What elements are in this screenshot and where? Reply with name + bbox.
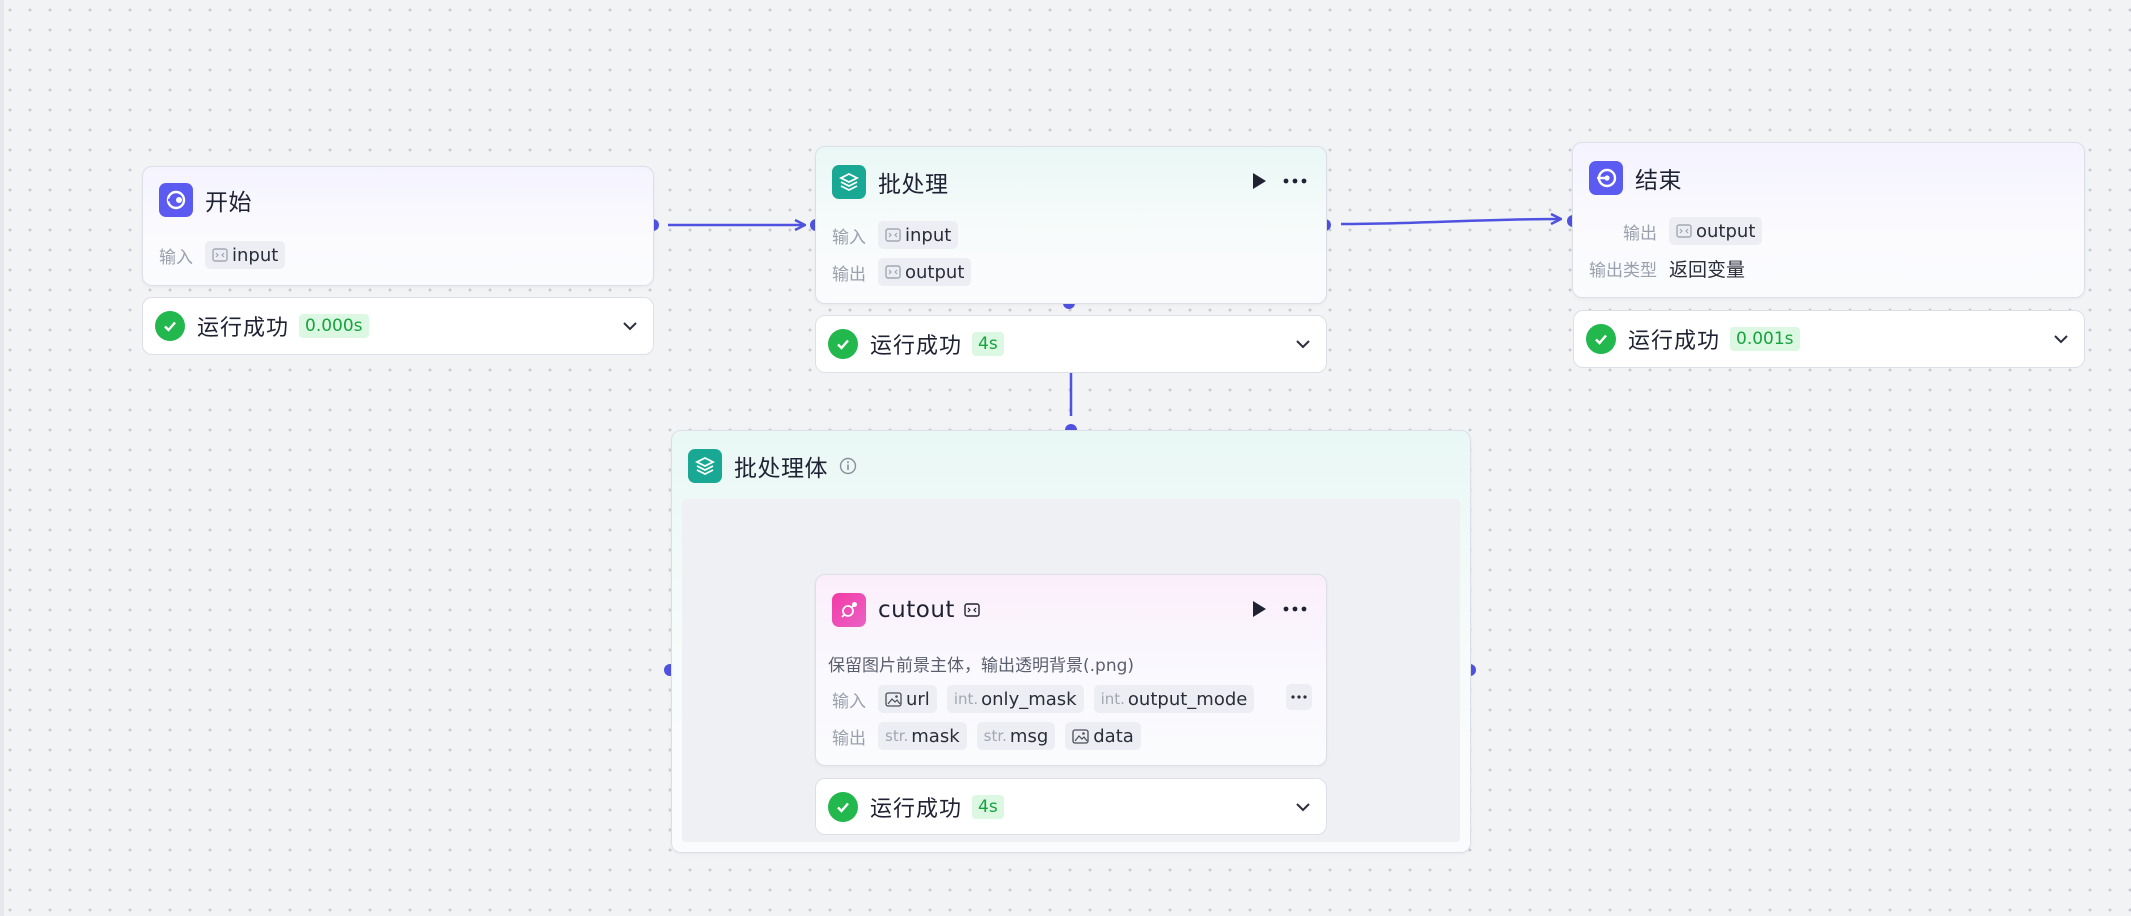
batch-status-time: 4s [972,332,1004,356]
start-input-label: 输入 [159,247,193,268]
end-node[interactable]: 结束 输出 output 输出类型 返回变量 [1572,142,2085,298]
success-check-icon [155,311,185,341]
play-icon[interactable] [1250,171,1268,191]
cutout-status-time: 4s [972,794,1004,819]
group-title: 批处理体 [734,456,828,482]
start-status-text: 运行成功 [197,316,290,341]
end-status-time: 0.001s [1730,327,1800,351]
start-icon [159,183,193,217]
variable-icon [885,265,901,279]
batch-input-tag-text: input [905,224,952,246]
end-output-tag-text: output [1696,220,1756,242]
chevron-down-icon[interactable] [1294,338,1312,350]
tag-type-prefix: int. [1100,690,1125,708]
end-output-label: 输出 [1623,223,1657,244]
success-check-icon [1586,324,1616,354]
image-icon [885,691,902,707]
batch-status-text: 运行成功 [870,334,963,359]
tag-text: msg [1009,725,1049,747]
tag-type-prefix: str. [885,727,909,745]
cutout-title: cutout [878,597,955,623]
start-status-bar[interactable]: 运行成功 0.000s [142,297,654,355]
play-icon[interactable] [1250,599,1268,619]
start-status-time: 0.000s [299,314,369,338]
batch-output-label: 输出 [832,264,866,285]
tag-text: only_mask [981,688,1077,710]
start-input-tag-text: input [232,244,279,266]
batch-status-bar[interactable]: 运行成功 4s [815,315,1327,373]
variable-icon [212,248,228,262]
end-status-bar[interactable]: 运行成功 0.001s [1573,310,2085,368]
end-type-label: 输出类型 [1589,261,1657,281]
cutout-input-output-mode: int. output_mode [1093,685,1255,713]
end-output-tag: output [1669,217,1763,245]
end-type-value: 返回变量 [1669,259,1746,281]
chevron-down-icon[interactable] [2052,333,2070,345]
chevron-down-icon[interactable] [1294,801,1312,813]
cutout-status-bar[interactable]: 运行成功 4s [815,778,1327,835]
chevron-down-icon[interactable] [621,320,639,332]
variable-icon [885,228,901,242]
more-icon [1291,695,1307,699]
tag-text: mask [911,725,960,747]
layers-icon [688,449,722,483]
success-check-icon [828,329,858,359]
batch-title: 批处理 [878,172,949,198]
cutout-plugin-icon [832,593,866,627]
end-icon [1589,161,1623,195]
canvas-left-border [0,0,4,916]
cutout-output-mask: str. mask [878,722,967,750]
cutout-input-only-mask: int. only_mask [946,685,1084,713]
success-check-icon [828,791,858,822]
info-icon[interactable] [838,456,858,476]
tag-text: url [906,688,930,710]
batch-input-label: 输入 [832,227,866,248]
start-title: 开始 [205,190,252,216]
tag-text: data [1093,725,1134,747]
tag-text: output_mode [1127,688,1248,710]
batch-output-tag: output [878,258,972,286]
end-status-text: 运行成功 [1628,329,1721,354]
batch-output-tag-text: output [905,261,965,283]
more-icon[interactable] [1282,599,1308,619]
more-inputs-button[interactable] [1286,684,1312,710]
edge-batch-end [1340,219,1560,226]
variable-icon [1676,224,1692,238]
start-node[interactable]: 开始 输入 input [142,166,654,286]
tag-type-prefix: str. [983,727,1007,745]
cutout-input-label: 输入 [832,691,866,712]
tag-type-prefix: int. [953,690,979,708]
more-icon[interactable] [1282,171,1308,191]
cutout-node[interactable]: cutout 保留图片前景主体，输出透明背景(.png) 输入 url int.… [815,574,1327,766]
image-icon [1072,728,1089,744]
start-input-tag: input [205,241,286,269]
cutout-input-url: url [878,685,937,713]
cutout-output-label: 输出 [832,728,866,749]
end-title: 结束 [1635,168,1682,194]
batch-input-tag: input [878,221,959,249]
cutout-output-data: data [1065,722,1141,750]
cutout-output-msg: str. msg [976,722,1056,750]
batch-node[interactable]: 批处理 输入 input 输出 output [815,146,1327,304]
variable-icon [964,603,980,617]
layers-icon [832,165,866,199]
cutout-status-text: 运行成功 [870,796,963,822]
cutout-description: 保留图片前景主体，输出透明背景(.png) [828,656,1135,676]
